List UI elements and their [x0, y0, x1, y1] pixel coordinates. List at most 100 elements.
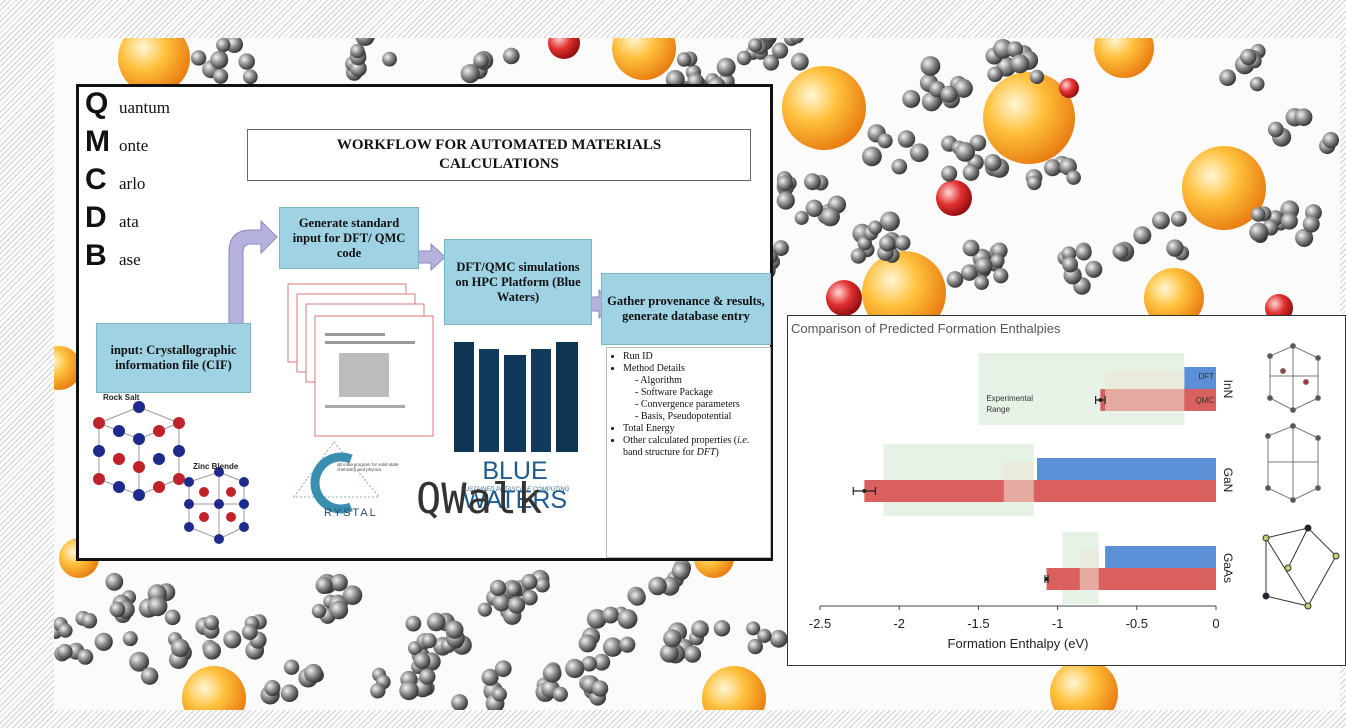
- gray-atom: [969, 134, 987, 152]
- orange-atom: [612, 38, 676, 80]
- gray-atom: [940, 85, 958, 103]
- blue-waters-logo: BLUE WATERS: [462, 457, 568, 514]
- rock-salt-structure-icon: [93, 401, 185, 501]
- gray-atom: [342, 585, 363, 605]
- gray-atom: [329, 600, 349, 620]
- qwalk-logo: QWalk: [416, 474, 543, 523]
- gray-atom: [370, 683, 386, 699]
- gray-atom: [794, 210, 809, 225]
- gray-atom: [552, 686, 568, 702]
- gray-atom: [946, 271, 964, 288]
- gray-atom: [382, 51, 397, 67]
- gray-atom: [1029, 69, 1045, 85]
- gray-atom: [961, 264, 978, 281]
- gray-atom: [648, 576, 667, 596]
- gray-atom: [216, 38, 231, 53]
- detail-convergence: Convergence parameters: [641, 399, 766, 411]
- gray-atom: [1062, 256, 1079, 273]
- chart-title: Comparison of Predicted Formation Enthal…: [791, 321, 1061, 336]
- gray-atom: [203, 615, 219, 631]
- gray-atom: [789, 38, 804, 44]
- gray-atom: [593, 653, 611, 671]
- gray-atom: [993, 38, 1013, 59]
- experimental-overlay: [1079, 550, 1099, 590]
- gray-atom: [203, 641, 222, 660]
- curved-arrow: [228, 219, 278, 330]
- inn-structure-icon: [1267, 343, 1321, 413]
- gray-atom: [350, 43, 365, 59]
- gray-atom: [56, 643, 73, 660]
- gray-atom: [1152, 211, 1170, 230]
- gray-atom: [1294, 108, 1313, 127]
- crystal-logo-text: RYSTAL: [324, 507, 378, 519]
- structure-icons: [1262, 343, 1340, 610]
- gray-atom: [962, 164, 980, 181]
- detail-other-properties: Other calculated properties (i.e. band s…: [623, 435, 766, 459]
- orange-atom: [118, 38, 190, 94]
- gray-atom: [105, 572, 124, 591]
- orange-atom: [1094, 38, 1154, 78]
- orange-atom: [983, 72, 1075, 164]
- acronym-word: ata: [119, 212, 139, 231]
- acronym-letter: Q: [85, 87, 109, 120]
- workflow-title: WORKFLOW FOR AUTOMATED MATERIALS CALCULA…: [336, 137, 662, 172]
- gray-atom: [602, 606, 619, 624]
- bar-dft: [1184, 367, 1216, 389]
- gray-atom: [109, 601, 126, 618]
- gray-atom: [757, 628, 772, 643]
- step-generate-input: Generate standard input for DFT/ QMC cod…: [279, 207, 419, 269]
- gray-atom: [1043, 159, 1062, 177]
- gray-atom: [522, 590, 538, 606]
- gray-atom: [405, 615, 422, 632]
- gray-atom: [879, 235, 896, 252]
- gray-atom: [776, 175, 793, 192]
- gray-atom: [1166, 239, 1184, 257]
- gray-atom: [419, 668, 436, 685]
- error-point: [862, 489, 867, 493]
- gray-atom: [586, 608, 607, 629]
- gray-atom: [805, 199, 824, 218]
- gray-atom: [311, 603, 327, 619]
- gray-atom: [975, 257, 993, 275]
- acronym-letter: D: [85, 201, 107, 234]
- gray-atom: [129, 651, 150, 672]
- orange-atom: [782, 66, 866, 150]
- gray-atom: [223, 630, 242, 649]
- gray-atom: [502, 47, 520, 65]
- zinc-blende-label: Zinc Blende: [193, 462, 239, 471]
- gray-atom: [891, 158, 908, 175]
- gray-atom: [955, 141, 976, 162]
- gray-atom: [1322, 131, 1339, 149]
- gray-atom: [1250, 207, 1266, 222]
- red-atom: [936, 180, 972, 216]
- gray-atom: [494, 660, 512, 678]
- gray-atom: [803, 173, 821, 191]
- gaas-structure-icon: [1262, 524, 1340, 610]
- gray-atom: [355, 38, 375, 46]
- gray-atom: [713, 620, 731, 637]
- crystal-logo-icon: [293, 441, 381, 514]
- gray-atom: [445, 620, 464, 639]
- annotation-line-2: Range: [986, 405, 1010, 414]
- gray-atom: [542, 663, 562, 683]
- detail-method: Method Details Algorithm Software Packag…: [623, 363, 766, 423]
- gray-atom: [451, 694, 468, 710]
- acronym-letter: M: [85, 125, 110, 158]
- bar-dft: [1037, 458, 1216, 480]
- gray-atom: [773, 240, 789, 257]
- gray-atom: [77, 649, 94, 665]
- acronym-row-b: B ase: [85, 241, 141, 271]
- x-tick-label: -2.5: [809, 616, 831, 631]
- gray-atom: [535, 577, 550, 593]
- gray-atom: [987, 66, 1003, 83]
- detail-basis: Basis, Pseudopotential: [641, 411, 766, 423]
- atom-cluster-illustration: [54, 38, 1339, 710]
- gray-atom: [164, 609, 181, 626]
- gray-atom: [241, 624, 258, 640]
- gray-atom: [283, 659, 300, 675]
- gray-atom: [506, 582, 521, 597]
- gray-atom: [1066, 170, 1081, 185]
- detail-other-end: ): [715, 447, 719, 458]
- workflow-title-box: WORKFLOW FOR AUTOMATED MATERIALS CALCULA…: [247, 129, 751, 181]
- gray-atom: [1085, 260, 1103, 278]
